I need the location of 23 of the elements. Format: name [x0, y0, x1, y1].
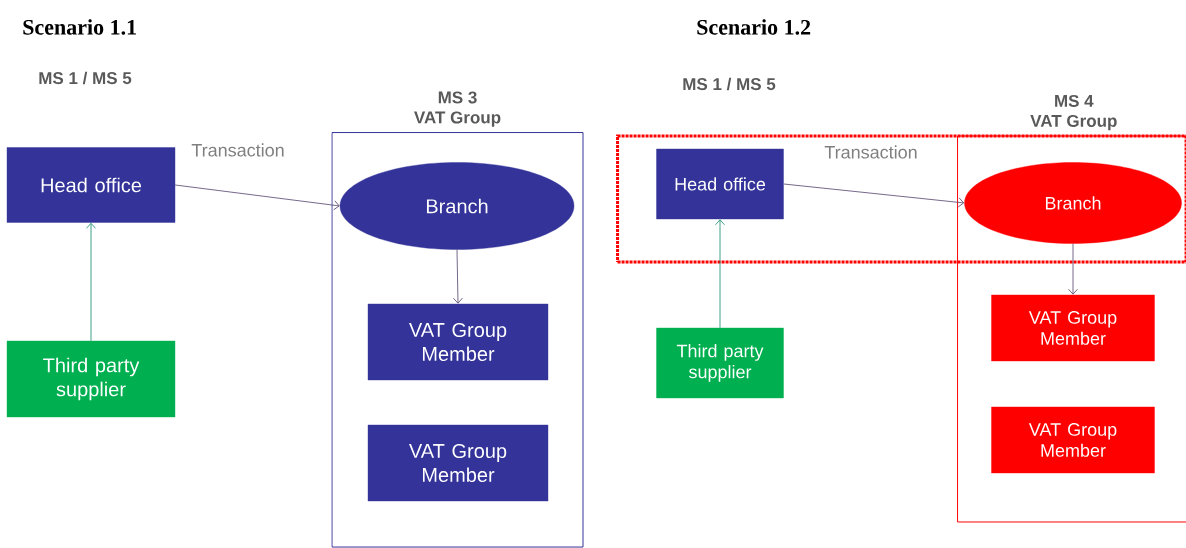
arrow: [715, 219, 725, 329]
edge-label: Transaction: [823, 144, 919, 160]
arrow: [86, 222, 96, 342]
process-box: VAT Group Member: [367, 303, 549, 381]
arrow: [1068, 243, 1078, 295]
process-box: VAT Group Member: [991, 406, 1155, 474]
arrow: [174, 184, 340, 211]
dotted-box: [616, 134, 1186, 264]
process-box: VAT Group Member: [991, 294, 1155, 362]
process-box: Third party supplier: [6, 340, 176, 418]
process-box: Third party supplier: [656, 327, 784, 399]
edge-label: Transaction: [190, 142, 286, 158]
arrow: [453, 249, 463, 304]
process-box: Head office: [6, 147, 176, 223]
state-label: MS 1 / MS 5: [683, 77, 776, 91]
scenario-heading: Scenario 1.2: [697, 19, 811, 35]
scenario-heading: Scenario 1.1: [23, 19, 136, 35]
process-box: VAT Group Member: [367, 424, 549, 502]
arrow: [783, 183, 965, 208]
group-heading: MS 3 VAT Group: [414, 91, 501, 127]
process-box: Head office: [656, 148, 784, 220]
state-label: MS 1 / MS 5: [39, 71, 132, 85]
group-heading: MS 4 VAT Group: [1030, 94, 1117, 131]
